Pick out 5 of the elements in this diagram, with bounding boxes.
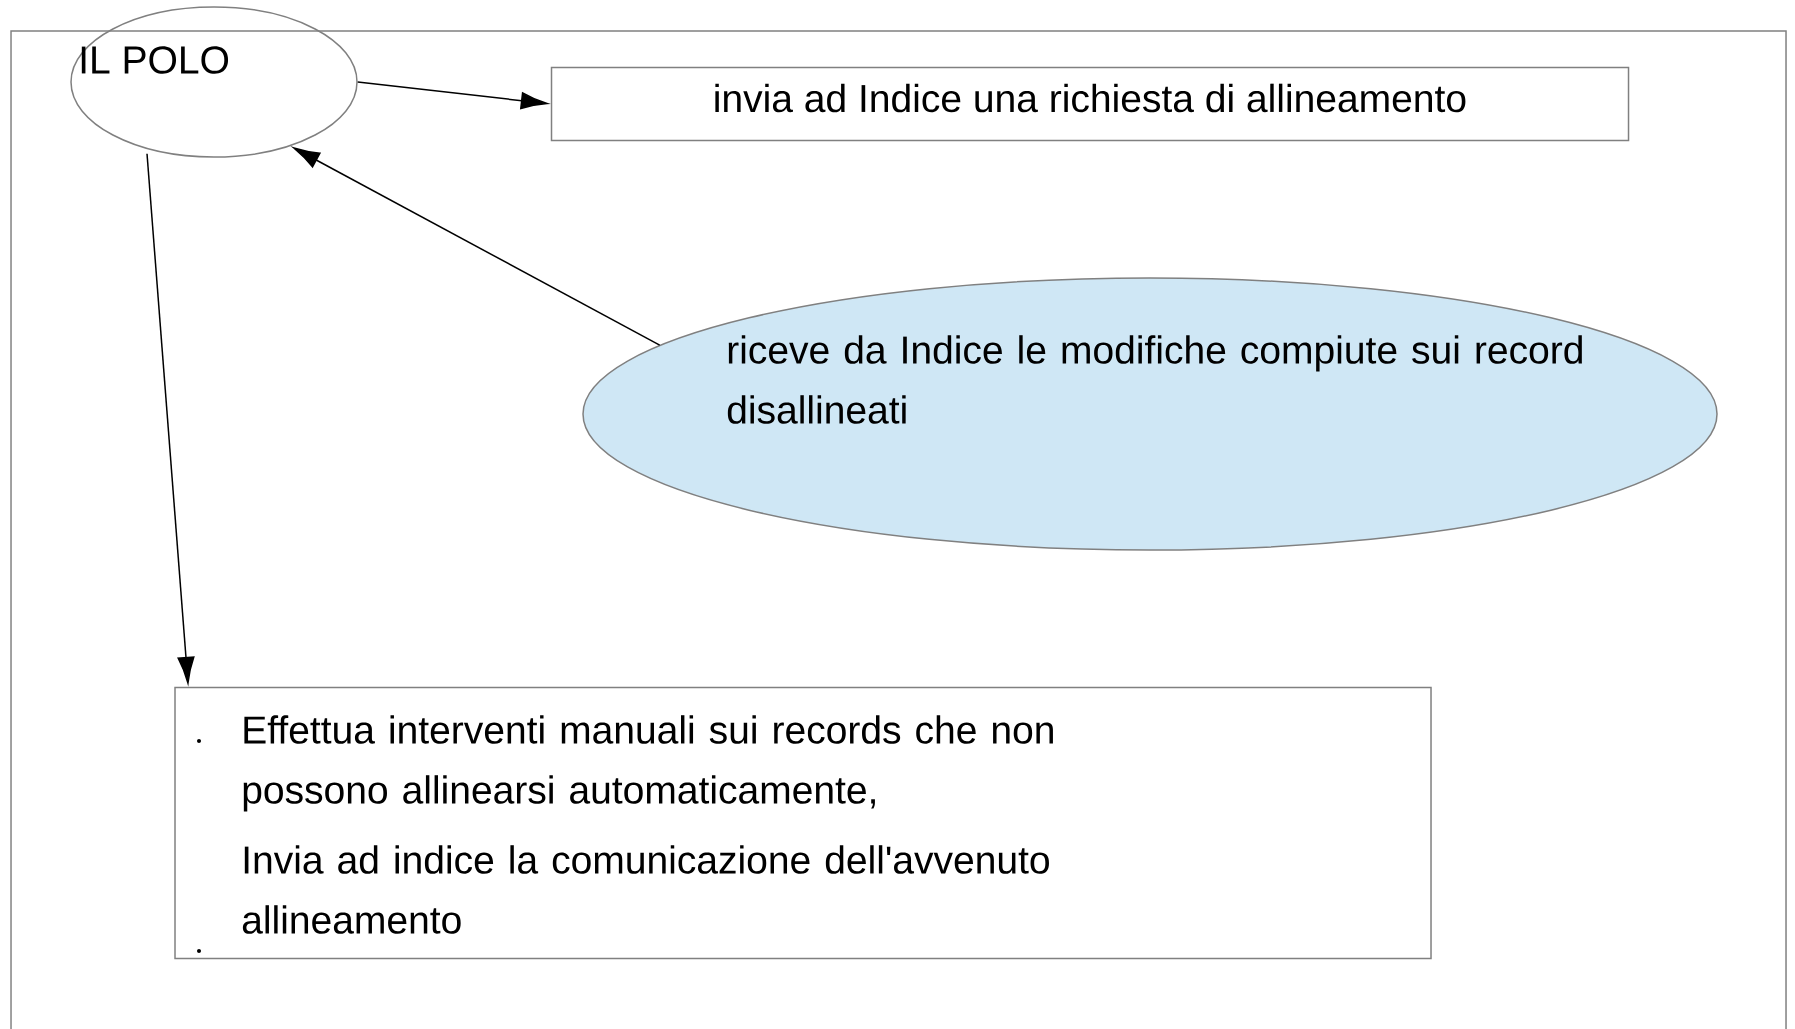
process-box: Effettua interventi manuali sui records che non possono allinearsi automaticamente, Invia ad indice la comunicazione dell'avvenuto allineamento [174,686,1432,960]
process-box: invia ad Indice una richiesta di allineamento [550,66,1630,142]
arrow [357,81,548,110]
arrow [293,147,661,346]
arrow [146,153,195,684]
